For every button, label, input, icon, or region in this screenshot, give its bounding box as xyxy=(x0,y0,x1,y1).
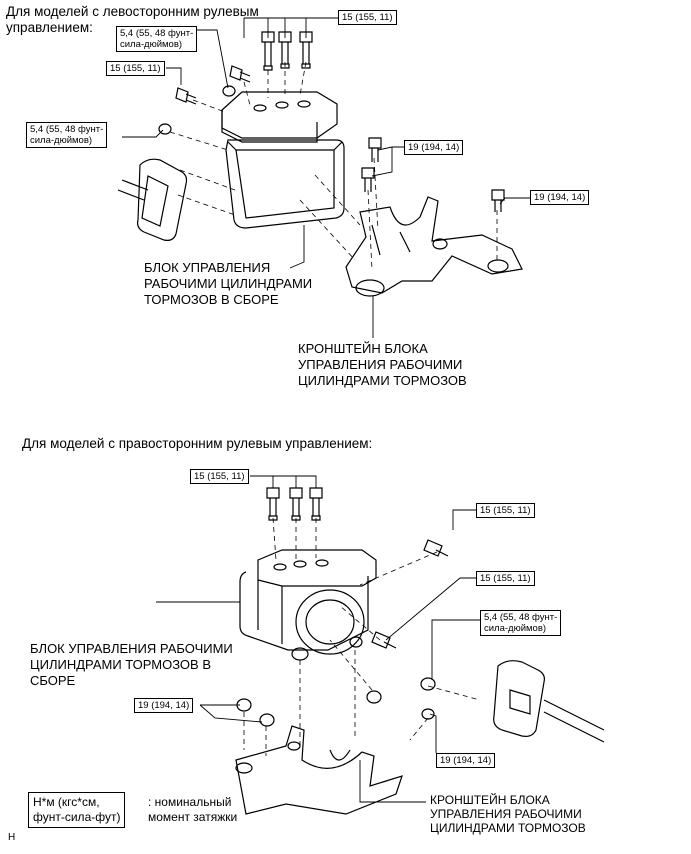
lhd-bracket-label: КРОНШТЕЙН БЛОКА УПРАВЛЕНИЯ РАБОЧИМИ ЦИЛИ… xyxy=(298,341,467,388)
rhd-leaders xyxy=(156,475,480,803)
lhd-torque-nut-top: 5,4 (55, 48 фунт- сила-дюймов) xyxy=(116,26,198,52)
rhd-torque-right2: 15 (155, 11) xyxy=(476,571,535,586)
rhd-torque-top: 15 (155, 11) xyxy=(190,469,249,484)
lhd-torque-bolt2: 19 (194, 14) xyxy=(530,190,590,205)
lhd-torque-nut-left: 5,4 (55, 48 фунт- сила-дюймов) xyxy=(26,122,108,148)
rhd-heading: Для моделей с правосторонним рулевым упр… xyxy=(22,436,373,451)
lhd-leaders xyxy=(122,17,530,338)
lhd-dashed-lines xyxy=(169,61,498,271)
rhd-dashed-lines xyxy=(243,517,481,756)
legend-units-box: Н*м (кгс*см, фунт-сила-фут) xyxy=(28,792,126,828)
corner-mark: H xyxy=(8,832,16,843)
lhd-connector xyxy=(117,158,188,241)
lhd-torque-bolt1: 19 (194, 14) xyxy=(404,140,464,155)
rhd-torque-right1: 15 (155, 11) xyxy=(476,503,535,518)
lhd-actuator-label: БЛОК УПРАВЛЕНИЯ РАБОЧИМИ ЦИЛИНДРАМИ ТОРМ… xyxy=(144,260,313,307)
rhd-connector xyxy=(493,660,605,743)
legend-description: : номинальный момент затяжки xyxy=(148,795,238,824)
lhd-actuator xyxy=(221,91,345,229)
rhd-torque-nut: 5,4 (55, 48 фунт- сила-дюймов) xyxy=(480,610,562,636)
rhd-torque-bolt-left: 19 (194, 14) xyxy=(134,698,194,713)
lhd-heading: Для моделей с левосторонним рулевым упра… xyxy=(6,4,259,35)
lhd-torque-left: 15 (155, 11) xyxy=(106,61,165,76)
lhd-pipe-bolts xyxy=(158,31,505,212)
rhd-torque-bolt-right: 19 (194, 14) xyxy=(436,753,496,768)
lhd-torque-top: 15 (155, 11) xyxy=(338,10,397,25)
rhd-pipe-bolts xyxy=(236,487,449,727)
rhd-actuator xyxy=(239,549,377,661)
rhd-bracket xyxy=(235,725,403,815)
lhd-bracket xyxy=(345,196,523,297)
rhd-actuator-label: БЛОК УПРАВЛЕНИЯ РАБОЧИМИ ЦИЛИНДРАМИ ТОРМ… xyxy=(30,641,233,688)
rhd-bracket-label: КРОНШТЕЙН БЛОКА УПРАВЛЕНИЯ РАБОЧИМИ ЦИЛИ… xyxy=(430,793,586,835)
